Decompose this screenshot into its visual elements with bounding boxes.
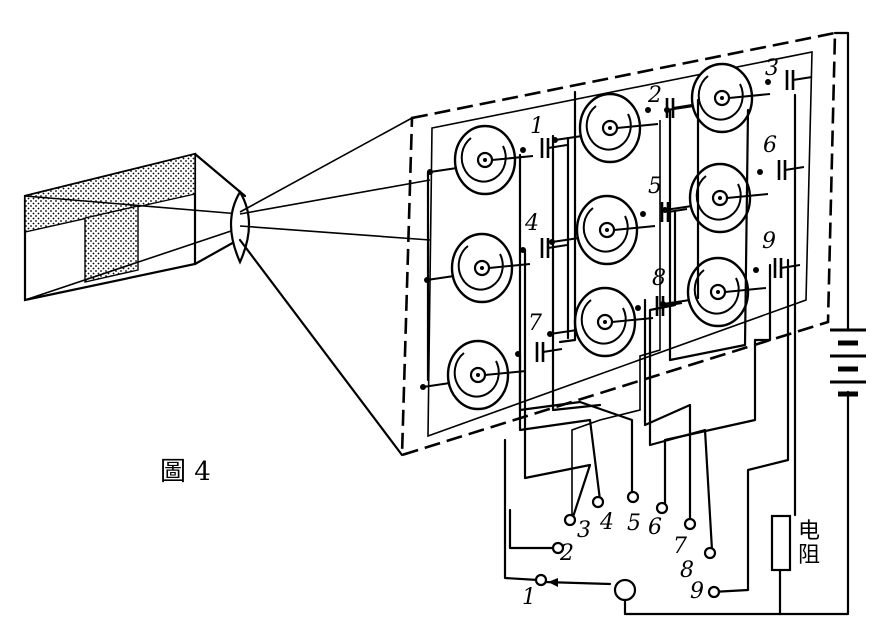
capacitor-icon: 9 (753, 229, 801, 278)
capacitor-icon: 5 (640, 174, 688, 222)
cell-number-label: 1 (530, 114, 544, 139)
capacitor-icon: 1 (520, 114, 568, 158)
projection-rays (238, 117, 431, 457)
photocell-icon (662, 162, 769, 234)
cell-number-label: 6 (763, 133, 777, 158)
battery-icon (830, 328, 866, 397)
terminal-post-icon (534, 573, 548, 587)
resistor-icon (770, 514, 792, 572)
cell-number-label: 5 (648, 174, 662, 199)
panel-inner-frame (427, 51, 813, 438)
terminal-post-icon (591, 495, 605, 509)
figure-caption: 圖 4 (160, 457, 211, 487)
capacitor-icon: 8 (635, 266, 683, 316)
terminal: 4 (591, 495, 614, 535)
photocell-array (420, 62, 771, 411)
photocell-icon (420, 339, 527, 411)
photocell-panel-frame (400, 31, 837, 457)
resistor-label-part1: 电 (798, 519, 820, 544)
terminal: 6 (648, 501, 669, 540)
terminal-number-label: 2 (559, 541, 574, 566)
photocell-icon (549, 194, 656, 266)
capacitor-icon: 6 (757, 133, 805, 180)
panel-wiring (426, 90, 797, 412)
capacitor-array: 1 2 3 4 5 6 7 8 9 (515, 56, 813, 362)
capacitor-icon: 2 (645, 83, 693, 118)
photocell-icon (660, 256, 767, 328)
terminal-post-icon (683, 517, 697, 531)
terminal-number-label: 3 (577, 518, 591, 543)
photocell-icon (552, 92, 659, 164)
cell-number-label: 4 (524, 211, 539, 236)
terminal-post-icon (703, 546, 717, 560)
terminal-number-label: 8 (680, 558, 694, 583)
terminal-number-label: 5 (627, 511, 641, 536)
cell-number-label: 2 (647, 83, 662, 108)
cell-number-label: 7 (528, 311, 542, 336)
photocell-icon (547, 286, 654, 358)
terminal: 8 (680, 546, 717, 583)
terminal-post-icon (563, 513, 577, 527)
terminal: 9 (690, 579, 721, 604)
terminal-post-icon (626, 490, 640, 504)
object-picture (23, 152, 247, 302)
terminal: 1 (522, 573, 548, 610)
external-wiring (503, 31, 850, 616)
cell-number-label: 9 (762, 229, 776, 254)
indicator-lamp-icon (613, 578, 637, 602)
cell-number-label: 3 (765, 56, 779, 81)
capacitor-icon: 4 (520, 211, 568, 258)
terminal-number-label: 6 (648, 515, 662, 540)
terminal-post-icon (655, 501, 669, 515)
photocell-icon (424, 232, 531, 304)
terminal-number-label: 7 (673, 534, 687, 559)
capacitor-icon: 3 (765, 56, 813, 90)
terminal: 3 (563, 513, 591, 543)
photocell-icon (427, 124, 534, 196)
resistor-label-part2: 阻 (798, 543, 820, 568)
terminal-post-icon (707, 585, 721, 599)
cell-number-label: 8 (652, 266, 666, 291)
terminal: 5 (626, 490, 641, 536)
terminal-post-icon (551, 541, 565, 555)
terminal: 2 (551, 541, 574, 566)
photocell-icon (664, 62, 771, 134)
terminal-number-label: 9 (690, 579, 704, 604)
terminal-number-label: 1 (522, 585, 536, 610)
capacitor-icon: 7 (515, 311, 563, 362)
terminal-number-label: 4 (599, 510, 614, 535)
terminal: 7 (673, 517, 697, 559)
